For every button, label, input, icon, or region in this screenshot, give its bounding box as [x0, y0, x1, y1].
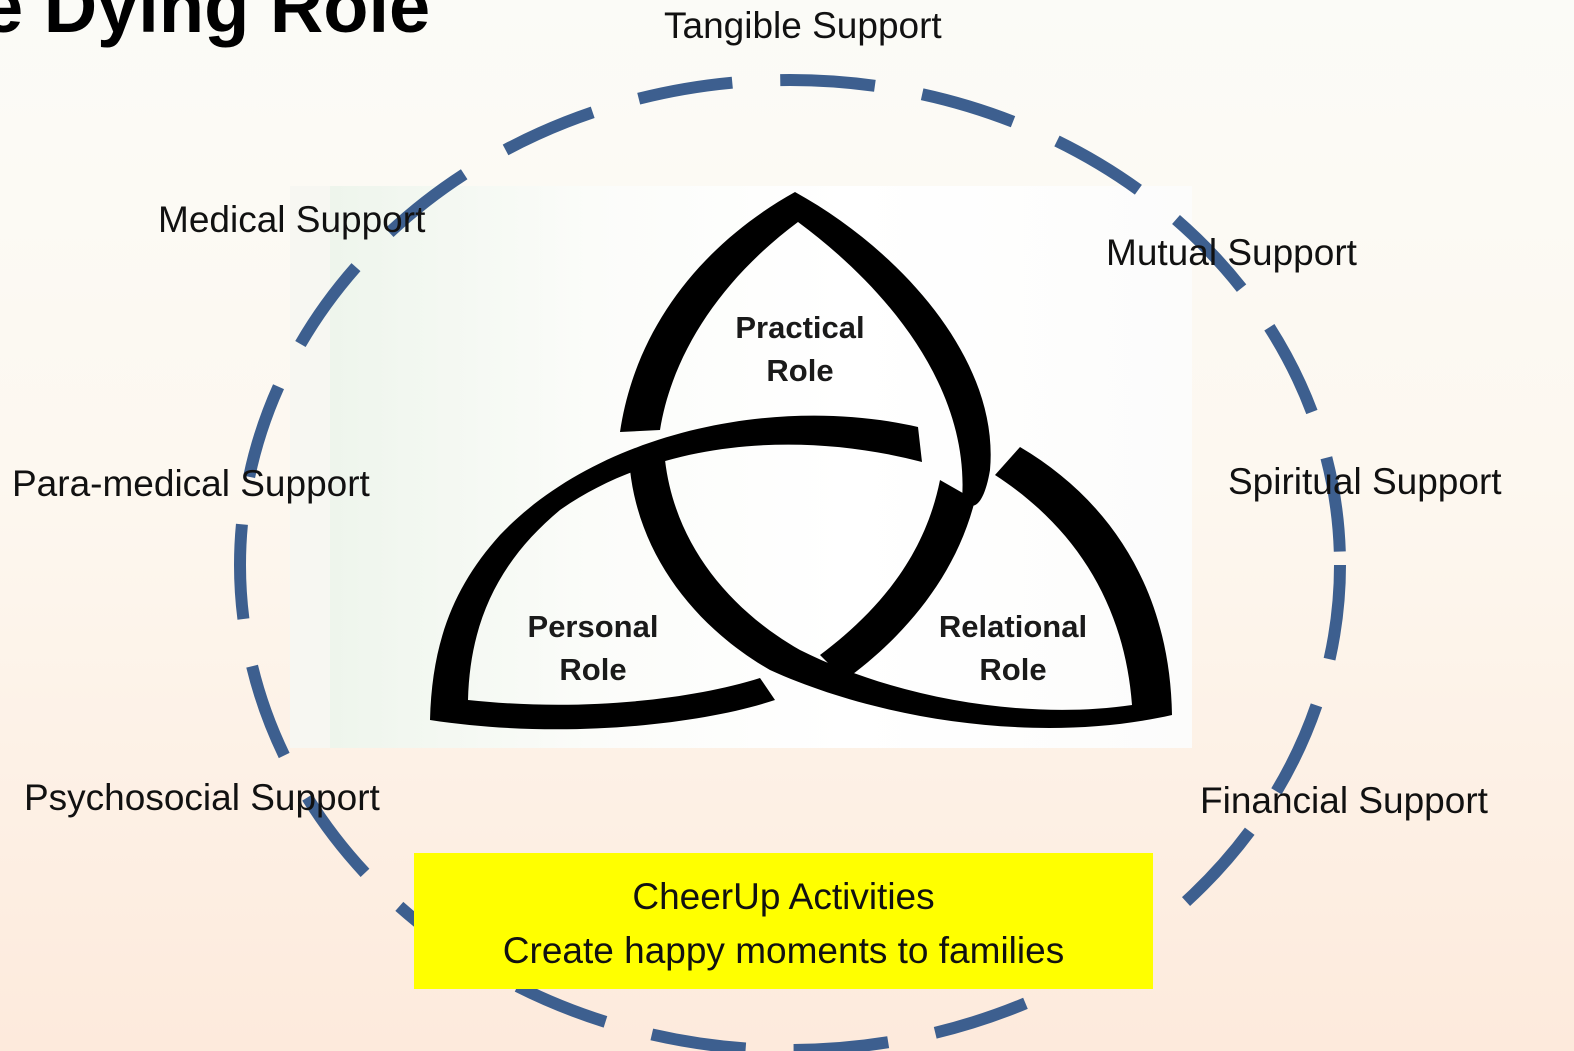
tangible-support-label: Tangible Support	[664, 5, 942, 46]
financial-support-label: Financial Support	[1200, 780, 1488, 821]
practical-role-line2: Role	[766, 353, 833, 388]
cheerup-box: CheerUp Activities Create happy moments …	[414, 853, 1153, 989]
relational-lobe	[630, 447, 1172, 728]
personal-role-line2: Role	[559, 652, 626, 687]
practical-lobe	[620, 192, 991, 506]
psychosocial-support-label: Psychosocial Support	[24, 777, 380, 818]
medical-support-label: Medical Support	[158, 199, 426, 240]
relational-role-line2: Role	[979, 652, 1046, 687]
image-backdrop-edge	[290, 186, 330, 748]
personal-lobe	[430, 415, 922, 730]
inner-strand	[820, 480, 975, 680]
relational-role-line1: Relational	[939, 609, 1087, 644]
mutual-support-label: Mutual Support	[1106, 232, 1357, 273]
practical-role-line1: Practical	[735, 310, 864, 345]
cheerup-title: CheerUp Activities	[632, 876, 935, 917]
cheerup-subtitle: Create happy moments to families	[502, 929, 1065, 971]
paramedical-support-label: Para-medical Support	[12, 463, 370, 504]
spiritual-support-label: Spiritual Support	[1228, 461, 1502, 502]
support-ring	[234, 74, 1346, 1051]
personal-role-line1: Personal	[528, 609, 659, 644]
page-title: e Dying Role	[0, 0, 431, 48]
triquetra-knot	[430, 192, 1172, 730]
